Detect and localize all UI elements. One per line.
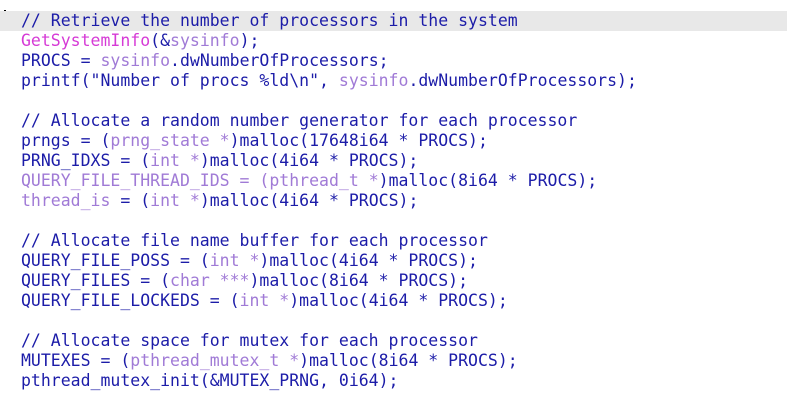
code-line[interactable]: MUTEXES = (pthread_mutex_t *)malloc(8i64… [21,351,518,371]
code-token-function-name: GetSystemInfo [21,31,151,50]
code-token-plain: = ( [110,191,151,210]
code-token-comment: // Allocate file name buffer for each pr… [21,231,488,250]
code-line[interactable]: QUERY_FILE_THREAD_IDS = (pthread_t *)mal… [21,171,597,191]
code-token-plain: )malloc(4i64 * PROCS); [199,191,419,210]
code-line[interactable]: GetSystemInfo(&sysinfo); [21,31,259,51]
code-token-identifier: prng_state * [110,131,230,150]
code-token-comment: // Allocate space for mutex for each pro… [21,331,478,350]
code-token-plain: QUERY_FILE_LOCKEDS = ( [21,291,240,310]
code-token-plain: )malloc(4i64 * PROCS); [199,151,419,170]
code-token-plain: )malloc(8i64 * PROCS); [378,171,598,190]
code-line[interactable]: prngs = (prng_state *)malloc(17648i64 * … [21,131,488,151]
code-token-identifier: pthread_t * [269,171,379,190]
code-token-plain: pthread_mutex_init(&MUTEX_PRNG, 0i64); [21,371,399,390]
code-line[interactable]: // Allocate a random number generator fo… [21,111,577,131]
code-line[interactable]: // Allocate space for mutex for each pro… [21,331,478,351]
code-line[interactable]: PROCS = sysinfo.dwNumberOfProcessors; [21,51,389,71]
code-token-identifier: sysinfo [338,71,409,90]
code-token-plain: )malloc(4i64 * PROCS); [289,291,508,310]
code-token-plain: )malloc(8i64 * PROCS); [299,351,518,370]
code-token-plain: .dwNumberOfProcessors); [408,71,637,90]
code-token-comment: // Retrieve the number of processors in … [21,11,518,30]
code-token-plain: PROCS = [21,51,101,70]
code-line[interactable]: thread_is = (int *)malloc(4i64 * PROCS); [21,191,418,211]
code-token-plain: printf("Number of procs %ld\n", [21,71,339,90]
code-line[interactable]: pthread_mutex_init(&MUTEX_PRNG, 0i64); [21,371,399,391]
code-line[interactable]: QUERY_FILES = (char ***)malloc(8i64 * PR… [21,271,468,291]
code-token-identifier: int * [239,291,290,310]
code-token-identifier: int * [209,251,260,270]
current-code-line[interactable]: // Retrieve the number of processors in … [0,11,787,31]
code-line[interactable]: PRNG_IDXS = (int *)malloc(4i64 * PROCS); [21,151,418,171]
code-token-plain: QUERY_FILES = ( [21,271,171,290]
code-token-plain: )malloc(8i64 * PROCS); [249,271,469,290]
code-token-plain: ); [239,31,260,50]
code-token-plain: prngs = ( [21,131,111,150]
code-token-plain: (& [150,31,171,50]
code-token-identifier: thread_is [21,191,111,210]
code-token-plain: PRNG_IDXS = ( [21,151,151,170]
code-token-plain: MUTEXES = ( [21,351,131,370]
code-token-plain: )malloc(4i64 * PROCS); [259,251,478,270]
code-line[interactable]: QUERY_FILE_LOCKEDS = (int *)malloc(4i64 … [21,291,508,311]
code-line[interactable]: QUERY_FILE_POSS = (int *)malloc(4i64 * P… [21,251,478,271]
code-token-identifier: char *** [170,271,250,290]
code-token-plain: QUERY_FILE_POSS = ( [21,251,210,270]
code-token-identifier: QUERY_FILE_THREAD_IDS = ( [21,171,270,190]
code-token-plain: )malloc(17648i64 * PROCS); [229,131,488,150]
code-token-identifier: sysinfo [100,51,171,70]
code-token-identifier: int * [150,151,200,170]
code-line[interactable]: // Allocate file name buffer for each pr… [21,231,488,251]
code-line[interactable]: printf("Number of procs %ld\n", sysinfo.… [21,71,637,91]
code-token-identifier: int * [150,191,200,210]
code-token-identifier: sysinfo [170,31,240,50]
code-token-comment: // Allocate a random number generator fo… [21,111,578,130]
code-token-plain: .dwNumberOfProcessors; [170,51,389,70]
code-token-identifier: pthread_mutex_t * [130,351,300,370]
